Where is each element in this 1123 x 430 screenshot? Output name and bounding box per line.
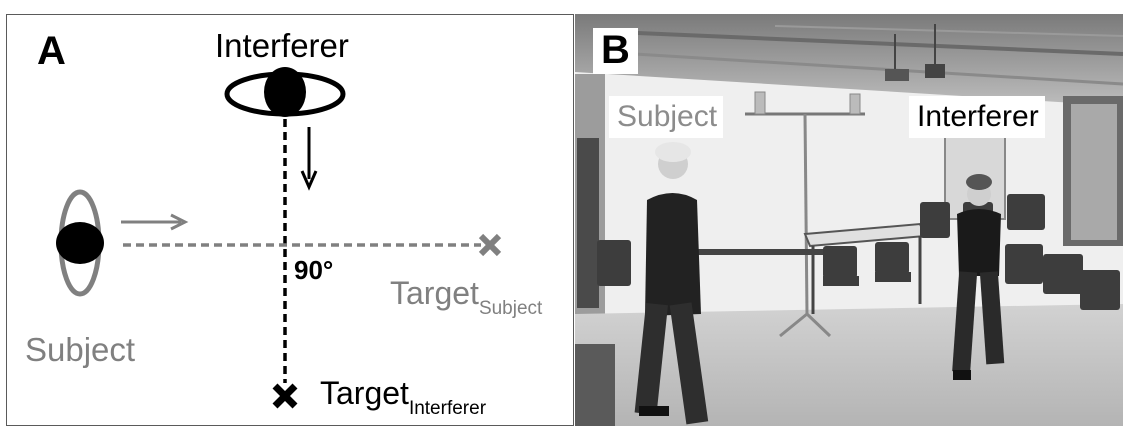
rig-leg (779, 312, 808, 338)
target-interferer-sub: Interferer (408, 398, 487, 419)
photo-subject-label: Subject (609, 96, 724, 138)
ceiling-beam (634, 52, 1123, 86)
subject-arrow-head (170, 213, 189, 231)
bench (695, 249, 825, 255)
ceiling-beam (614, 30, 1123, 56)
panel-b-letter: B (593, 28, 638, 74)
target-interferer-main: Target (320, 375, 409, 411)
subject-label: Subject (25, 331, 136, 368)
subject-head (56, 222, 104, 264)
door (577, 138, 599, 308)
target-subject-main: Target (390, 275, 479, 311)
photo-interferer-label: Interferer (909, 96, 1045, 138)
interferer-arrow-head (300, 170, 318, 191)
subject-person (634, 142, 709, 425)
interferer-person (952, 174, 1005, 380)
interferer-label: Interferer (215, 27, 349, 64)
rig-speaker (849, 93, 861, 115)
target-subject-label: TargetSubject (390, 277, 542, 318)
target-subject-marker (478, 233, 502, 257)
equipment (575, 344, 615, 426)
ceiling-device (925, 64, 945, 78)
rig-pole (803, 113, 809, 315)
ceiling-beam (774, 25, 1123, 37)
rig-leg (805, 312, 832, 338)
target-interferer-marker (272, 383, 298, 409)
target-interferer-label: TargetInterferer (320, 377, 486, 418)
angle-label: 90° (294, 255, 334, 285)
window-glass (1071, 104, 1117, 240)
target-subject-sub: Subject (478, 298, 543, 319)
panel-b-photo: B Subject Interferer (575, 14, 1123, 426)
room-scene (575, 14, 1123, 426)
panel-a-schematic: A Interferer 90° TargetSubject Subje (6, 14, 574, 426)
panel-a-letter: A (37, 29, 66, 73)
interferer-head (264, 67, 306, 117)
rig-speaker (754, 91, 766, 115)
ceiling-device (885, 69, 909, 81)
schematic-drawing (56, 67, 502, 409)
